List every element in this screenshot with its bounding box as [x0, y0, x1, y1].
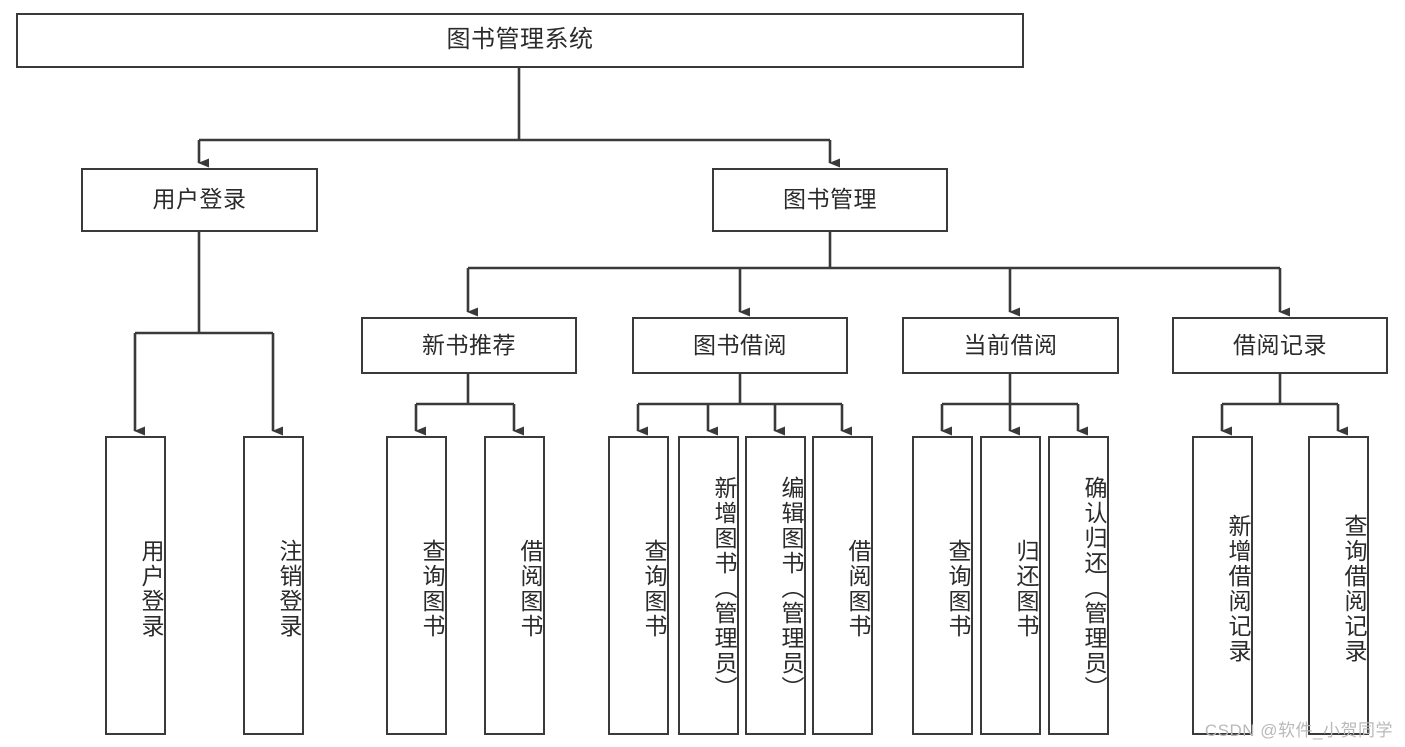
node-root-library-system[interactable]: 图书管理系统	[16, 13, 1024, 68]
node-book-management[interactable]: 图书管理	[712, 168, 948, 232]
node-new-book-recommend[interactable]: 新书推荐	[361, 317, 577, 374]
leaf-return-book[interactable]: 归还图书	[980, 436, 1041, 735]
leaf-user-login[interactable]: 用户登录	[105, 436, 166, 735]
csdn-watermark: CSDN @软件_小贺同学	[1204, 721, 1393, 740]
node-current-borrow[interactable]: 当前借阅	[902, 317, 1119, 374]
leaf-borrow-book[interactable]: 借阅图书	[812, 436, 873, 735]
leaf-borrow-book-newbook[interactable]: 借阅图书	[484, 436, 545, 735]
leaf-logout[interactable]: 注销登录	[243, 436, 304, 735]
node-book-borrow[interactable]: 图书借阅	[632, 317, 848, 374]
leaf-query-book-current[interactable]: 查询图书	[912, 436, 973, 735]
node-borrow-record[interactable]: 借阅记录	[1172, 317, 1388, 374]
leaf-add-borrow-record[interactable]: 新增借阅记录	[1192, 436, 1253, 735]
leaf-query-book-borrow[interactable]: 查询图书	[608, 436, 669, 735]
leaf-add-book-admin[interactable]: 新增图书（管理员）	[678, 436, 739, 735]
leaf-query-borrow-record[interactable]: 查询借阅记录	[1308, 436, 1369, 735]
node-user-login[interactable]: 用户登录	[81, 168, 318, 232]
leaf-query-book-newbook[interactable]: 查询图书	[386, 436, 447, 735]
leaf-edit-book-admin[interactable]: 编辑图书（管理员）	[745, 436, 806, 735]
leaf-confirm-return-admin[interactable]: 确认归还（管理员）	[1048, 436, 1109, 735]
